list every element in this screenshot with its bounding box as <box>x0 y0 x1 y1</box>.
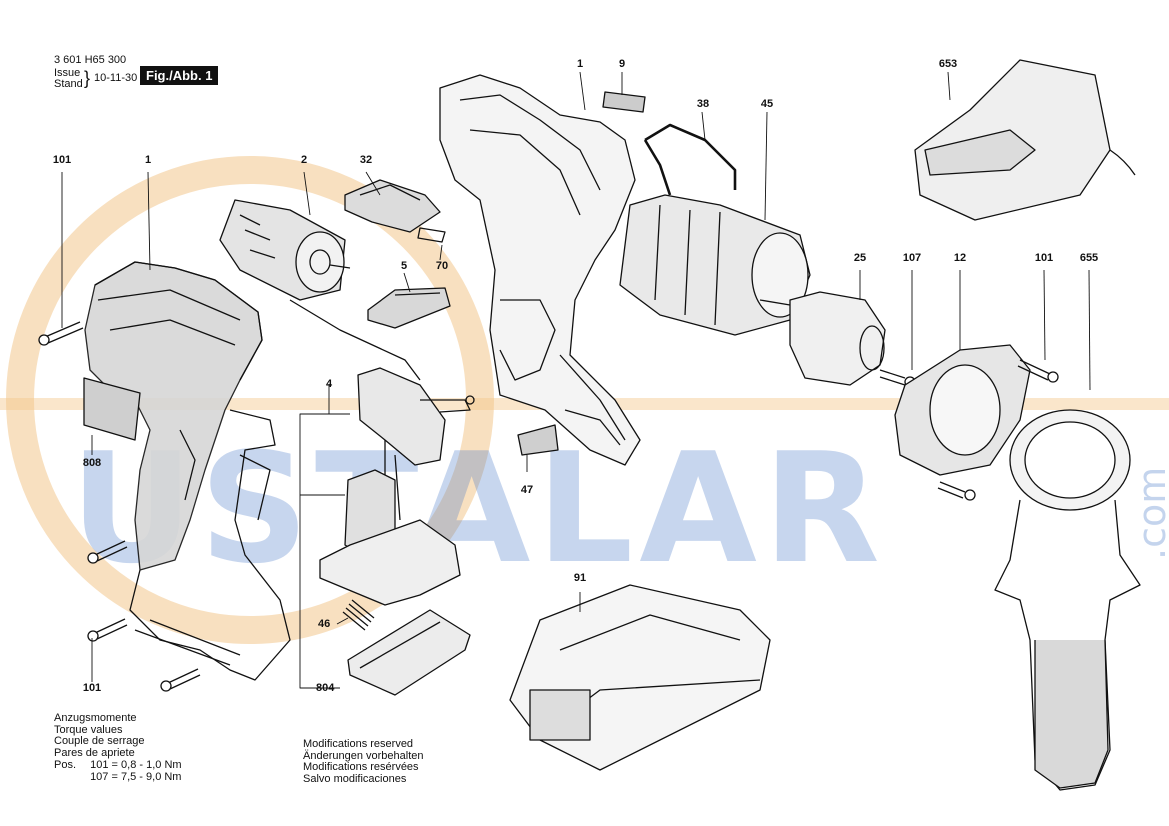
wire-38-part <box>643 123 737 196</box>
callout-38-wire: 38 <box>696 98 710 110</box>
callout-1-left-housing: 1 <box>144 154 152 166</box>
issue-date: 10-11-30 <box>94 72 138 84</box>
battery-part <box>509 584 771 771</box>
callout-101-bottom-left: 101 <box>82 682 102 694</box>
torque-line-en: Torque values <box>54 723 123 736</box>
modification-line-de: Änderungen vorbehalten <box>303 749 424 762</box>
callout-9-label: 9 <box>618 58 626 70</box>
callout-2-motor: 2 <box>300 154 308 166</box>
charger-part <box>914 59 1136 221</box>
callout-70-clip: 70 <box>435 260 449 272</box>
stand-label: Stand <box>54 78 83 90</box>
modification-line-fr: Modifications resérvées <box>303 761 419 774</box>
part-number: 3 601 H65 300 <box>54 54 127 66</box>
callout-655-side-handle: 655 <box>1079 252 1099 264</box>
torque-value-107: 107 = 7,5 - 9,0 Nm <box>90 770 182 783</box>
torque-line-de: Anzugsmomente <box>54 712 137 724</box>
figure-label: Fig./Abb. 1 <box>140 66 219 85</box>
torque-pos-label: Pos. <box>54 758 77 771</box>
callout-25-chuck: 25 <box>853 252 867 264</box>
callout-32-switch-cover: 32 <box>359 154 373 166</box>
torque-value-101: 101 = 0,8 - 1,0 Nm <box>90 758 182 771</box>
torque-value-row: 107 = 7,5 - 9,0 Nm <box>54 770 182 784</box>
ring-12-part <box>894 344 1031 476</box>
label-808-part <box>83 377 141 441</box>
callout-1-right-housing: 1 <box>576 58 584 70</box>
callout-46-spring: 46 <box>318 618 331 630</box>
callout-107-screw: 107 <box>902 252 922 264</box>
callout-653-charger: 653 <box>938 58 958 70</box>
housing-right-part <box>439 74 641 466</box>
screw-101-part <box>87 540 128 564</box>
label-9-part <box>602 91 646 113</box>
screw-101-part <box>38 321 84 346</box>
torque-notes: Anzugsmomente Torque values Couple de se… <box>54 712 182 784</box>
callout-47-clip: 47 <box>520 484 534 496</box>
screw-101-part <box>1017 359 1059 383</box>
torque-line-es: Pares de apriete <box>54 747 135 760</box>
modification-line-es: Salvo modificaciones <box>303 773 407 786</box>
housing-left-part <box>84 261 291 681</box>
screw-101-part <box>937 481 976 501</box>
callout-808-label: 808 <box>82 457 102 469</box>
torque-line-fr: Couple de serrage <box>54 735 145 748</box>
callout-804-contact-plate: 804 <box>316 682 335 694</box>
callout-4-switch: 4 <box>325 378 333 390</box>
callout-101-right: 101 <box>1034 252 1054 264</box>
callout-12-ring: 12 <box>953 252 967 264</box>
clip-47-part <box>517 424 559 456</box>
modification-line-en: Modifications reserved <box>303 738 414 750</box>
brace-icon: } <box>84 68 91 88</box>
screw-101-part <box>160 668 201 692</box>
torque-value-row: Pos. 101 = 0,8 - 1,0 Nm <box>54 758 182 772</box>
slider-part <box>367 287 451 329</box>
switch-assembly-part <box>319 367 471 606</box>
gearbox-part <box>619 194 811 336</box>
spring-46-part <box>342 599 375 631</box>
modification-notes: Modifications reserved Änderungen vorbeh… <box>303 738 424 786</box>
motor-part <box>219 199 421 381</box>
screw-101-part <box>87 618 128 642</box>
switch-cover-part <box>344 179 441 233</box>
callout-91-battery: 91 <box>573 572 587 584</box>
side-handle-part <box>994 409 1141 791</box>
callout-45-gearbox: 45 <box>760 98 774 110</box>
issue-label: Issue <box>54 67 81 79</box>
callout-5-slider: 5 <box>400 260 408 272</box>
callout-101-top-left: 101 <box>52 154 72 166</box>
clip-70-part <box>417 227 446 243</box>
contact-plate-part <box>347 609 471 696</box>
chuck-part <box>789 291 886 386</box>
